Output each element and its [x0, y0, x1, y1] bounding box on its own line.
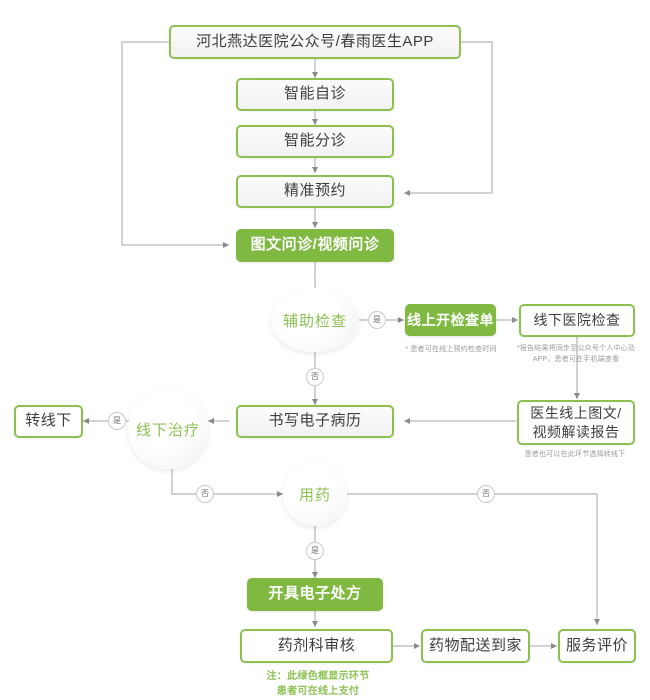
- node-label: 河北燕达医院公众号/春雨医生APP: [196, 32, 434, 50]
- node-drug-delivery[interactable]: 药物配送到家: [421, 629, 530, 663]
- node-self-diagnosis[interactable]: 智能自诊: [236, 78, 394, 111]
- edge-label-medication-no: 否: [477, 485, 495, 503]
- annotation-exam-time: * 患者可在线上预约检查时间: [405, 346, 497, 353]
- node-label: 转线下: [25, 412, 72, 430]
- decision-label: 辅助检查: [282, 312, 347, 330]
- annotation-report-sync: *报告结果将同步至公众号个人中心及APP，患者可在手机端查看: [516, 345, 636, 363]
- node-offline-hospital-exam[interactable]: 线下医院检查: [519, 304, 635, 337]
- node-label: 图文问诊/视频问诊: [250, 236, 380, 254]
- node-online-exam-order[interactable]: 线上开检查单: [405, 304, 496, 336]
- decision-label: 线下治疗: [135, 421, 200, 439]
- annotation-transfer-offline: 患者也可以在此环节选择转线下: [524, 451, 626, 458]
- footnote-line-1: 注：此绿色框显示环节: [266, 671, 370, 682]
- node-e-prescription[interactable]: 开具电子处方: [247, 578, 383, 611]
- node-label: 药剂科审核: [277, 636, 356, 654]
- edge-label-medication-yes: 是: [306, 542, 324, 560]
- decision-offline-treatment[interactable]: 线下治疗: [128, 389, 208, 469]
- decision-label: 用药: [298, 486, 331, 504]
- decision-medication[interactable]: 用药: [283, 462, 347, 526]
- node-pharmacy-review[interactable]: 药剂科审核: [240, 629, 393, 663]
- node-service-rating[interactable]: 服务评价: [558, 629, 636, 663]
- node-consultation[interactable]: 图文问诊/视频问诊: [236, 229, 394, 262]
- node-triage[interactable]: 智能分诊: [236, 125, 394, 158]
- node-label: 开具电子处方: [268, 585, 362, 603]
- edge-label-offline-yes: 是: [108, 412, 126, 430]
- footnote-line-2: 患者可在线上支付: [276, 686, 360, 697]
- node-doctor-report-reading[interactable]: 医生线上图文/视频解读报告: [517, 400, 635, 445]
- node-label: 线上开检查单: [407, 311, 494, 328]
- node-label: 医生线上图文/视频解读报告: [530, 404, 622, 440]
- node-label: 服务评价: [565, 636, 628, 654]
- edge-label-aux-no: 否: [306, 368, 324, 386]
- node-label: 书写电子病历: [268, 412, 362, 430]
- node-title-entry[interactable]: 河北燕达医院公众号/春雨医生APP: [169, 25, 461, 59]
- node-label: 智能分诊: [283, 132, 346, 150]
- node-label: 精准预约: [283, 182, 346, 200]
- node-label: 线下医院检查: [533, 312, 621, 329]
- edge-label-aux-yes: 是: [368, 311, 386, 329]
- node-label: 药物配送到家: [428, 636, 522, 654]
- node-transfer-offline[interactable]: 转线下: [14, 405, 83, 438]
- edge-label-offline-no: 否: [196, 485, 214, 503]
- node-appointment[interactable]: 精准预约: [236, 175, 394, 208]
- footnote-legend: 注：此绿色框显示环节 患者可在线上支付: [238, 669, 398, 699]
- decision-auxiliary-exam[interactable]: 辅助检查: [271, 288, 359, 352]
- node-label: 智能自诊: [283, 85, 346, 103]
- node-write-record[interactable]: 书写电子病历: [236, 405, 394, 438]
